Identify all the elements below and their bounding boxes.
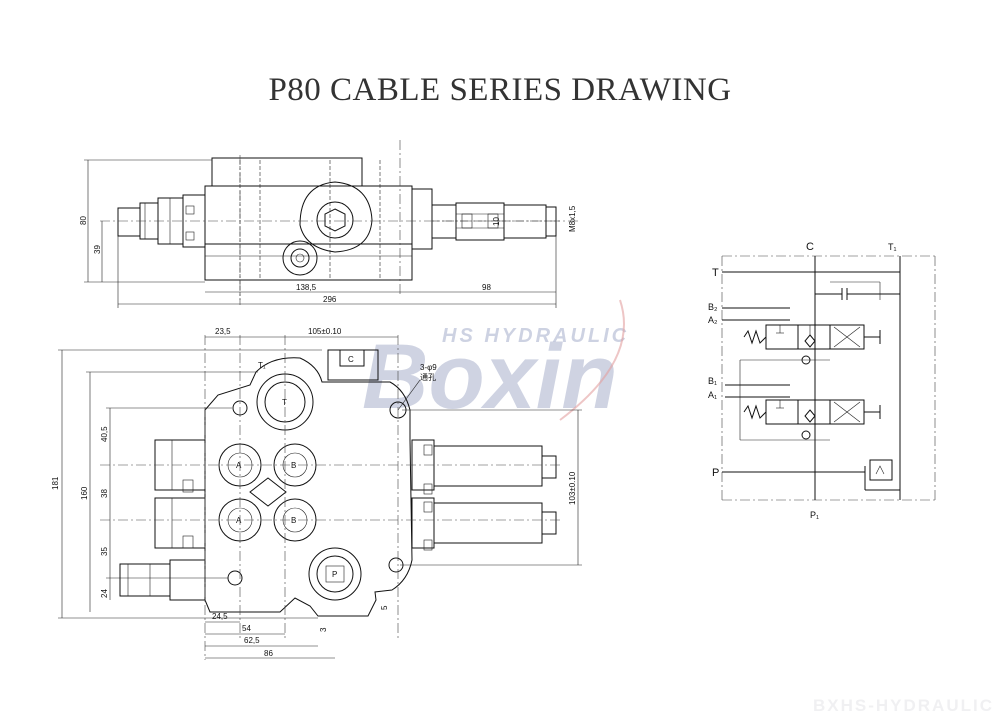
dim-3: 3 — [319, 627, 328, 632]
dim-54: 54 — [242, 624, 251, 633]
page-title: P80 CABLE SERIES DRAWING — [268, 72, 732, 108]
dim-40-5: 40,5 — [100, 426, 109, 442]
dim-5: 5 — [380, 605, 389, 610]
label-port-c: C — [348, 355, 354, 364]
label-holes-note: 通孔 — [420, 372, 436, 382]
relief-valve — [869, 459, 893, 481]
corner-watermark: BXHS-HYDRAULIC — [813, 696, 994, 715]
dim-24-5: 24,5 — [212, 612, 228, 621]
schem-label-p1: P₁ — [810, 510, 819, 520]
watermark-tagline: HS HYDRAULIC — [442, 325, 629, 347]
schem-label-t: T — [712, 267, 719, 279]
hydraulic-schematic: C T₁ T B₂ A₂ B₁ A₁ P P₁ — [708, 241, 936, 520]
label-port-p: P — [332, 570, 337, 579]
dim-105: 105±0.10 — [308, 327, 342, 336]
dim-160: 160 — [80, 486, 89, 500]
watermark-swoosh — [559, 299, 625, 421]
dim-39: 39 — [93, 245, 102, 254]
dim-23-5: 23,5 — [215, 327, 231, 336]
watermark-brand: Boxin — [362, 326, 618, 428]
dim-103: 103±0.10 — [568, 471, 577, 505]
schem-label-b2: B₂ — [708, 302, 718, 312]
dim-10: 10 — [492, 217, 501, 226]
dim-38: 38 — [100, 489, 109, 498]
label-port-b1: B — [291, 461, 296, 470]
dim-35: 35 — [100, 547, 109, 556]
schem-label-c: C — [806, 241, 814, 253]
dim-181: 181 — [51, 476, 60, 490]
dim-80: 80 — [79, 216, 88, 225]
top-view: 80 39 138,5 296 98 M8x1,5 10 — [79, 140, 580, 308]
schem-label-a1: A₁ — [708, 390, 717, 400]
dim-24: 24 — [100, 589, 109, 598]
label-port-a1: A — [236, 461, 242, 470]
label-port-t: T — [282, 398, 287, 407]
brand-watermark: Boxin HS HYDRAULIC — [362, 299, 629, 428]
dim-98: 98 — [482, 283, 491, 292]
label-holes: 3-φ9 — [420, 363, 437, 372]
schem-label-p: P — [712, 467, 719, 479]
schem-label-b1: B₁ — [708, 376, 717, 386]
dim-138-5: 138,5 — [296, 283, 317, 292]
label-port-b2: B — [291, 516, 296, 525]
dim-62-5: 62,5 — [244, 636, 260, 645]
front-view: T C A B A B P T₁ — [51, 327, 582, 660]
dim-m8: M8x1,5 — [568, 205, 577, 232]
schem-label-t1: T₁ — [888, 242, 897, 252]
schem-label-a2: A₂ — [708, 315, 718, 325]
label-t1-front: T₁ — [258, 361, 266, 370]
dim-86: 86 — [264, 649, 273, 658]
label-port-a2: A — [236, 516, 242, 525]
dim-296: 296 — [323, 295, 337, 304]
